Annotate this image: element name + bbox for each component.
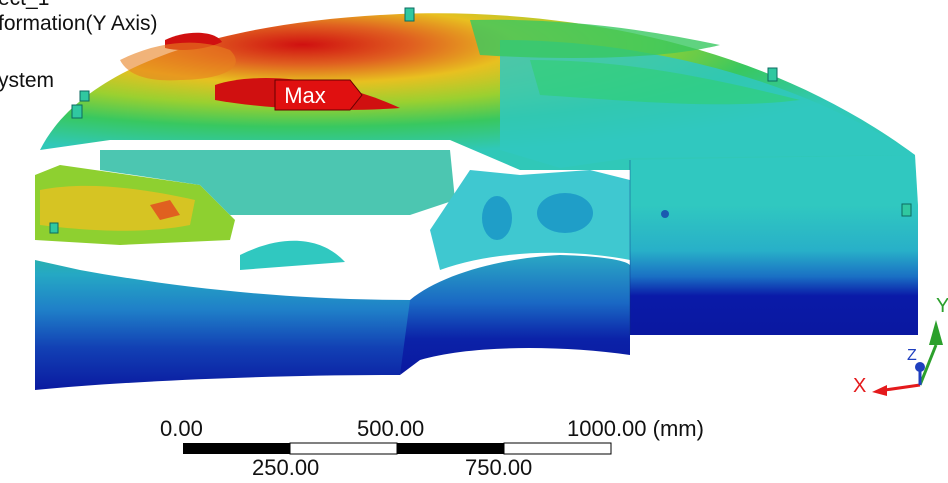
scale-label-500: 500.00 [357,416,425,441]
inner-bore [400,255,630,375]
triad-z-label: Z [907,347,917,364]
legend-result-name: ect_1 [0,0,49,9]
right-block-top [630,155,918,205]
max-label-text: Max [284,83,326,108]
front-left-side [35,180,410,390]
right-block-side [630,205,918,335]
legend-result-type: formation(Y Axis) [0,12,158,35]
bore-hole [482,196,512,240]
scale-label-0: 0.00 [160,416,203,441]
max-probe-label[interactable]: Max [274,79,363,111]
scale-label-250: 250.00 [252,455,320,480]
axis-triad: Y X Z [853,295,948,397]
legend-coordinate-system: ystem [0,69,55,92]
scale-label-1000: 1000.00 (mm) [567,416,704,441]
scale-label-750: 750.00 [465,455,533,480]
stud-markers [49,7,912,234]
slot-groove [100,150,455,215]
scale-bar [183,442,612,455]
triad-x-label: X [853,375,866,397]
triad-y-label: Y [936,295,948,317]
bore-hole-2 [537,193,593,233]
